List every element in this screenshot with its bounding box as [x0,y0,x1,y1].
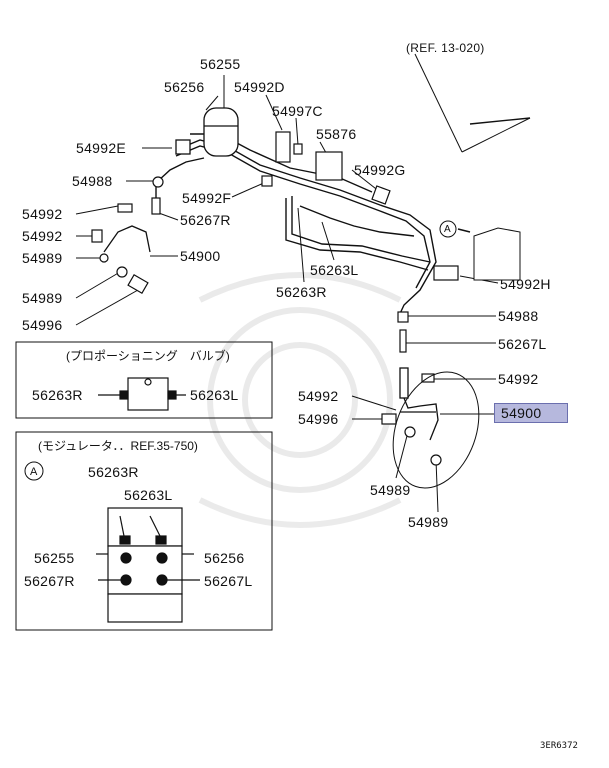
diagram-code: 3ER6372 [540,741,578,751]
brake-hoses [103,225,439,441]
callout-a [439,220,521,281]
modulator-box [15,431,273,631]
part-54992G: 54992G [354,162,406,178]
part-54988-right: 54988 [498,308,539,324]
part-54992-b: 54992 [22,228,63,244]
part-56263R-top: 56263R [276,284,327,300]
box2-marker-circle [24,461,44,481]
part-54992H: 54992H [500,276,551,292]
part-56267R-top: 56267R [180,212,231,228]
part-54997C: 54997C [272,103,323,119]
part-54989-b: 54989 [22,290,63,306]
master-cylinder [175,107,239,157]
part-54992E: 54992E [76,140,127,156]
part-56255: 56255 [200,56,241,72]
part-54989-c: 54989 [370,482,411,498]
part-54992-a: 54992 [22,206,63,222]
box2-56255: 56255 [34,550,75,566]
proportioning-valve-part [98,377,186,411]
box1-left-label: 56263R [32,387,83,403]
proportioning-valve-box [15,341,273,419]
part-56256: 56256 [164,79,205,95]
part-54900-highlighted[interactable]: 54900 [494,403,568,423]
callout-a-label: A [444,224,451,235]
proportioning-valve-title: (プロポーショニング バルブ) [66,349,230,363]
box1-right-label: 56263L [190,387,239,403]
part-54992D: 54992D [234,79,285,95]
modulator-part [96,507,200,623]
part-54992-right: 54992 [498,371,539,387]
watermark [198,272,402,528]
box2-56267R: 56267R [24,573,75,589]
backing-plate [392,371,480,489]
part-54996-top: 54996 [22,317,63,333]
leader-lines [75,53,499,513]
part-54989-d: 54989 [408,514,449,530]
part-56263L-top: 56263L [310,262,359,278]
part-54900-top: 54900 [180,248,221,264]
part-54992-mid: 54992 [298,388,339,404]
modulator-title: (モジュレータ．．REF.35-750) [38,439,198,453]
part-54988-top: 54988 [72,173,113,189]
part-54989-a: 54989 [22,250,63,266]
part-54996-mid: 54996 [298,411,339,427]
box2-56263R: 56263R [88,464,139,480]
box2-56263L: 56263L [124,487,173,503]
box2-56267L: 56267L [204,573,253,589]
part-56267L-right: 56267L [498,336,547,352]
part-54992F: 54992F [182,190,232,206]
fittings [91,131,459,466]
ref-label-top: (REF. 13-020) [406,41,485,55]
box2-marker: A [30,466,38,478]
part-55876: 55876 [316,126,357,142]
box2-56256: 56256 [204,550,245,566]
